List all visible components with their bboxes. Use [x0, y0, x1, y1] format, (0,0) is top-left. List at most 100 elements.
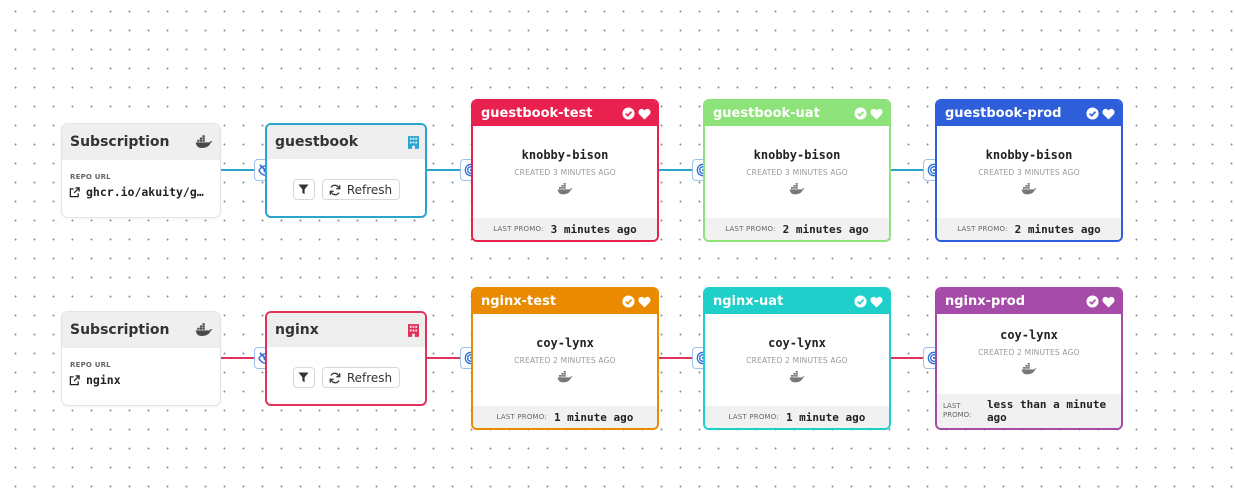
stage-card-nginx-test[interactable]: nginx-test coy-lynx CREATED 2 MINUTES AG…	[471, 287, 659, 430]
subscription-card[interactable]: Subscription REPO URL nginx	[61, 311, 221, 406]
check-circle-icon	[622, 107, 635, 120]
subscription-title: Subscription	[70, 322, 170, 338]
stage-header: nginx-uat	[705, 289, 889, 314]
filter-icon	[298, 184, 309, 195]
heart-icon	[870, 108, 883, 120]
warehouse-toolbar: Refresh	[267, 367, 425, 388]
stage-name: nginx-uat	[713, 294, 784, 309]
freight-name[interactable]: knobby-bison	[753, 148, 841, 162]
external-link-icon	[69, 187, 80, 198]
freight-name[interactable]: coy-lynx	[768, 336, 826, 350]
docker-icon	[557, 183, 573, 195]
last-promo-label: LAST PROMO:	[957, 225, 1008, 233]
repo-url-label: REPO URL	[70, 173, 111, 181]
external-link-icon	[69, 375, 80, 386]
check-circle-icon	[622, 295, 635, 308]
refresh-icon	[329, 372, 341, 384]
stage-card-guestbook-uat[interactable]: guestbook-uat knobby-bison CREATED 3 MIN…	[703, 99, 891, 242]
last-promo-label: LAST PROMO:	[728, 413, 779, 421]
freight-name[interactable]: knobby-bison	[521, 148, 609, 162]
freight-created: CREATED 3 MINUTES AGO	[514, 168, 616, 177]
docker-icon	[1021, 363, 1037, 375]
warehouse-name: guestbook	[275, 134, 359, 150]
warehouse-header: guestbook	[267, 125, 425, 159]
filter-button[interactable]	[292, 179, 315, 200]
building-icon	[408, 136, 419, 149]
stage-header: guestbook-test	[473, 101, 657, 126]
stage-name: nginx-prod	[945, 294, 1026, 309]
warehouse-header: nginx	[267, 313, 425, 347]
stage-header: guestbook-prod	[937, 101, 1121, 126]
refresh-button[interactable]: Refresh	[321, 179, 400, 200]
warehouse-card[interactable]: guestbook Refresh	[265, 123, 427, 218]
stage-name: nginx-test	[481, 294, 557, 309]
docker-icon	[789, 183, 805, 195]
docker-icon	[789, 371, 805, 383]
check-circle-icon	[1086, 295, 1099, 308]
docker-icon	[557, 371, 573, 383]
freight-name[interactable]: coy-lynx	[536, 336, 594, 350]
stage-name: guestbook-uat	[713, 106, 820, 121]
last-promo-label: LAST PROMO:	[943, 402, 972, 419]
freight-name[interactable]: knobby-bison	[985, 148, 1073, 162]
last-promo-value: less than a minute ago	[986, 398, 1107, 424]
warehouse-name: nginx	[275, 322, 319, 338]
subscription-card[interactable]: Subscription REPO URL ghcr.io/akuity/g…	[61, 123, 221, 218]
warehouse-toolbar: Refresh	[267, 179, 425, 200]
stage-header: nginx-prod	[937, 289, 1121, 314]
freight-created: CREATED 2 MINUTES AGO	[978, 348, 1080, 357]
heart-icon	[870, 296, 883, 308]
stage-card-guestbook-prod[interactable]: guestbook-prod knobby-bison CREATED 3 MI…	[935, 99, 1123, 242]
refresh-icon	[329, 184, 341, 196]
repo-url-label: REPO URL	[70, 361, 111, 369]
last-promo-value: 2 minutes ago	[782, 222, 869, 236]
stage-name: guestbook-prod	[945, 106, 1062, 121]
last-promo-label: LAST PROMO:	[493, 225, 544, 233]
building-icon	[408, 324, 419, 337]
last-promo-label: LAST PROMO:	[725, 225, 776, 233]
freight-name[interactable]: coy-lynx	[1000, 328, 1058, 342]
refresh-button[interactable]: Refresh	[321, 367, 400, 388]
heart-icon	[638, 296, 651, 308]
docker-icon	[195, 323, 213, 337]
subscription-header: Subscription	[62, 312, 220, 348]
check-circle-icon	[1086, 107, 1099, 120]
heart-icon	[638, 108, 651, 120]
docker-icon	[195, 135, 213, 149]
heart-icon	[1102, 296, 1115, 308]
last-promo-value: 3 minutes ago	[550, 222, 637, 236]
refresh-label: Refresh	[346, 182, 393, 197]
heart-icon	[1102, 108, 1115, 120]
freight-created: CREATED 2 MINUTES AGO	[746, 356, 848, 365]
refresh-label: Refresh	[346, 370, 393, 385]
freight-created: CREATED 2 MINUTES AGO	[514, 356, 616, 365]
last-promo-footer: LAST PROMO: 2 minutes ago	[705, 218, 889, 240]
stage-header: nginx-test	[473, 289, 657, 314]
docker-icon	[1021, 183, 1037, 195]
last-promo-value: 1 minute ago	[785, 410, 866, 424]
warehouse-card[interactable]: nginx Refresh	[265, 311, 427, 406]
filter-button[interactable]	[292, 367, 315, 388]
last-promo-value: 2 minutes ago	[1014, 222, 1101, 236]
freight-created: CREATED 3 MINUTES AGO	[978, 168, 1080, 177]
stage-name: guestbook-test	[481, 106, 593, 121]
last-promo-value: 1 minute ago	[553, 410, 634, 424]
stage-card-nginx-prod[interactable]: nginx-prod coy-lynx CREATED 2 MINUTES AG…	[935, 287, 1123, 430]
freight-created: CREATED 3 MINUTES AGO	[746, 168, 848, 177]
stage-card-guestbook-test[interactable]: guestbook-test knobby-bison CREATED 3 MI…	[471, 99, 659, 242]
last-promo-footer: LAST PROMO: 1 minute ago	[473, 406, 657, 428]
check-circle-icon	[854, 295, 867, 308]
last-promo-footer: LAST PROMO: 2 minutes ago	[937, 218, 1121, 240]
last-promo-footer: LAST PROMO: 1 minute ago	[705, 406, 889, 428]
subscription-title: Subscription	[70, 134, 170, 150]
stage-card-nginx-uat[interactable]: nginx-uat coy-lynx CREATED 2 MINUTES AGO…	[703, 287, 891, 430]
check-circle-icon	[854, 107, 867, 120]
repo-url-value: ghcr.io/akuity/g…	[86, 185, 204, 199]
stage-header: guestbook-uat	[705, 101, 889, 126]
filter-icon	[298, 372, 309, 383]
last-promo-footer: LAST PROMO: less than a minute ago	[937, 394, 1121, 428]
repo-url-value: nginx	[86, 373, 121, 387]
repo-url-link[interactable]: ghcr.io/akuity/g…	[69, 185, 220, 199]
repo-url-link[interactable]: nginx	[69, 373, 220, 387]
last-promo-footer: LAST PROMO: 3 minutes ago	[473, 218, 657, 240]
